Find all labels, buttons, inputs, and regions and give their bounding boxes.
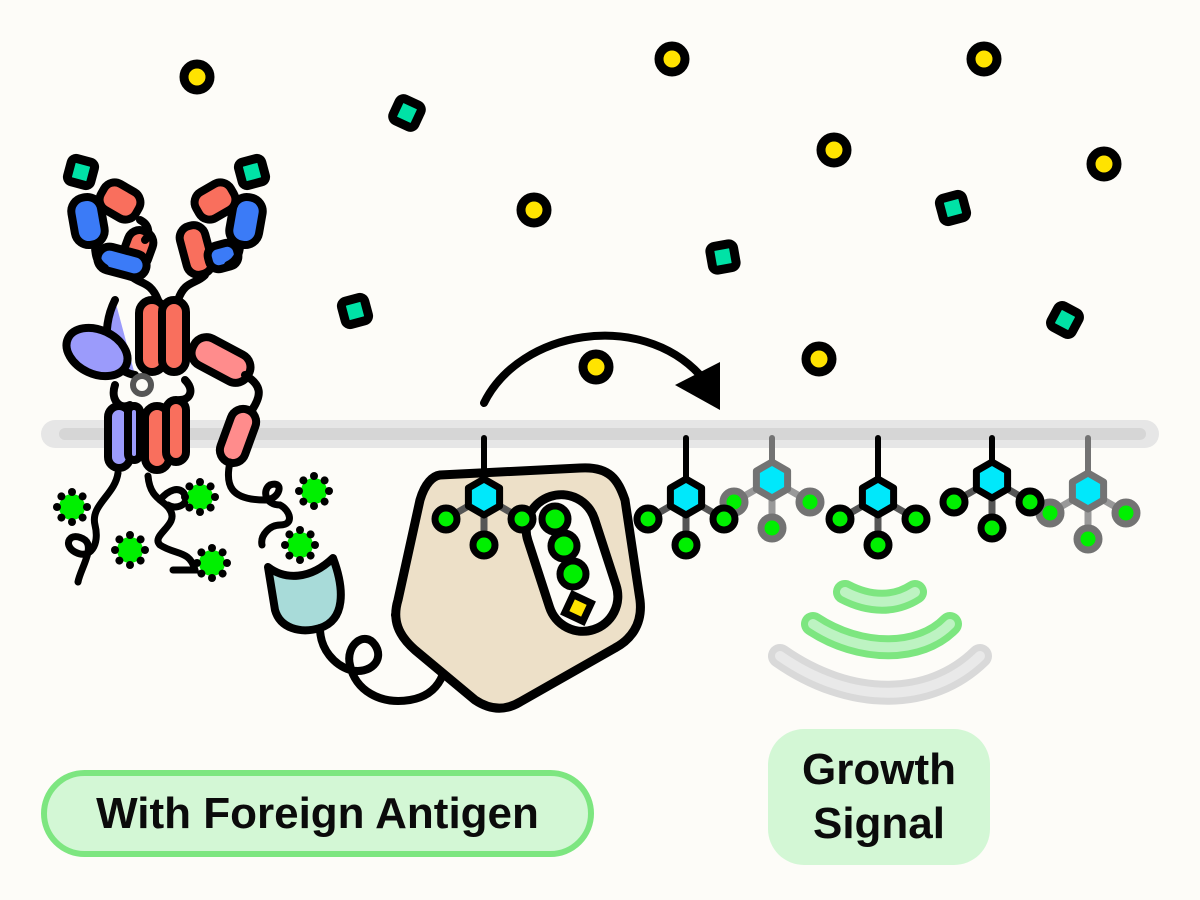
glycan-clusters — [53, 472, 333, 582]
glycan-star-icon — [111, 531, 149, 569]
co-receptor-cup — [264, 554, 451, 705]
glycan-star-icon — [181, 478, 219, 516]
phospho-group — [633, 435, 739, 560]
antigen-square-icon — [336, 292, 374, 330]
antigen-square-icon — [705, 239, 741, 275]
glycan-star-icon — [193, 544, 231, 582]
antigen-square-icon — [62, 153, 100, 191]
antigen-squares — [62, 94, 1084, 339]
growth-signal-waves-icon — [768, 580, 992, 705]
phospho-group — [431, 435, 537, 560]
antigen-square-icon — [388, 94, 426, 132]
ligand-circle-icon — [516, 192, 552, 228]
glycan-star-icon — [53, 488, 91, 526]
ligand-circles — [179, 41, 1122, 385]
bcr-constant-region — [62, 296, 263, 414]
kinase-phospho-group — [431, 435, 537, 560]
growth-signal-label: Growth Signal — [768, 729, 990, 865]
ligand-circle-icon — [801, 341, 837, 377]
bcr-cytoplasmic-tails — [65, 458, 293, 586]
glycan-star-icon — [281, 526, 319, 564]
phospho-group-ghost — [1035, 435, 1141, 554]
ligand-circle-icon — [966, 41, 1002, 77]
phospho-group — [825, 435, 931, 560]
bcr-transmembrane — [104, 396, 261, 474]
bcr-fab-left — [67, 178, 162, 304]
phosphorylated-adaptor-chain — [633, 435, 1141, 560]
antigen-square-icon — [1046, 301, 1084, 339]
ligand-circle-icon — [816, 132, 852, 168]
antigen-square-icon — [233, 153, 271, 191]
glycan-star-icon — [295, 472, 333, 510]
ligand-circle-icon — [179, 59, 215, 95]
phospho-group — [939, 435, 1045, 543]
bcr-fab-right — [174, 178, 267, 304]
translocation-arrow-icon — [480, 331, 720, 410]
antigen-square-icon — [934, 189, 972, 227]
kinase-substrate-chain — [538, 502, 596, 626]
ligand-circle-icon — [654, 41, 690, 77]
antigen-condition-label: With Foreign Antigen — [41, 770, 594, 857]
ligand-circle-icon — [578, 349, 614, 385]
ligand-circle-icon — [1086, 146, 1122, 182]
